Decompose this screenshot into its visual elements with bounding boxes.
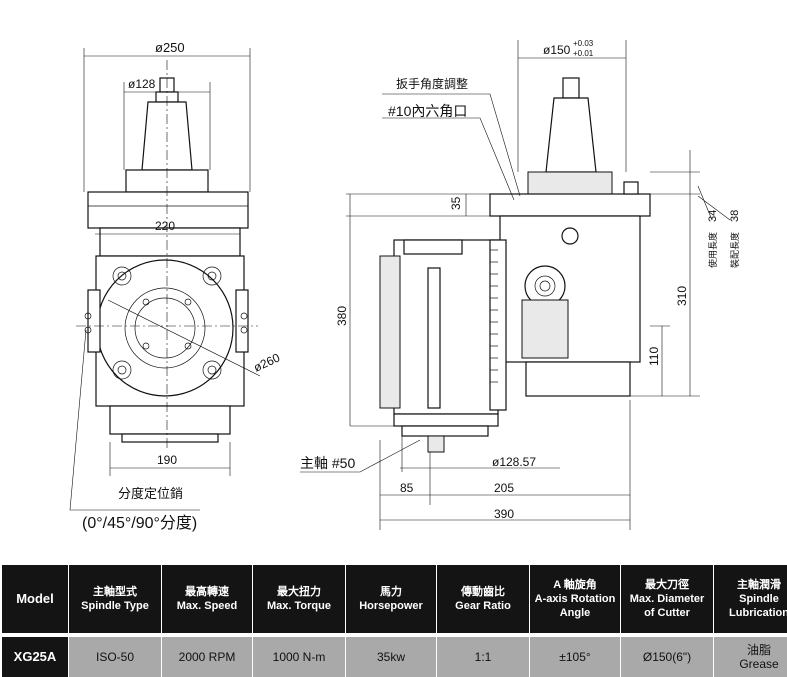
cell-horsepower: 35kw	[346, 635, 437, 677]
cell-max-cutter: Ø150(6")	[621, 635, 714, 677]
dim-38: 38	[729, 210, 741, 222]
lubrication-zh: 油脂	[716, 643, 787, 657]
dim-205: 205	[494, 481, 514, 495]
pin-label: 分度定位銷	[118, 486, 183, 501]
front-width-mid: 220	[155, 219, 175, 233]
technical-drawing: ø250 ø128 220 ø260 190 分度定位銷 (0°/45°/90°…	[0, 0, 787, 560]
cell-gear-ratio: 1:1	[437, 635, 530, 677]
side-tol-upper: +0.03	[573, 39, 594, 48]
front-dia-flange: ø260	[251, 350, 282, 374]
side-dia-cutter: ø150	[543, 43, 571, 57]
header-model: Model	[2, 565, 69, 635]
cell-model: XG25A	[2, 635, 69, 677]
side-tol-lower: +0.01	[573, 49, 594, 58]
dim-85: 85	[400, 481, 414, 495]
front-dia-top: ø250	[155, 40, 185, 55]
front-view	[70, 48, 260, 510]
dim-34: 34	[707, 210, 719, 222]
cell-max-torque: 1000 N-m	[253, 635, 346, 677]
hex-label: #10內六角口	[388, 103, 467, 119]
dim-35: 35	[449, 196, 463, 210]
wrench-label: 扳手角度調整	[396, 76, 468, 91]
install-length-label: 裝配長度	[729, 232, 740, 268]
spec-data-row: XG25A ISO-50 2000 RPM 1000 N-m 35kw 1:1 …	[2, 635, 787, 677]
dim-390: 390	[494, 507, 514, 521]
dim-110: 110	[647, 347, 661, 366]
cell-spindle-type: ISO-50	[69, 635, 162, 677]
angle-label: (0°/45°/90°分度)	[82, 514, 197, 532]
spindle-label: 主軸 #50	[300, 455, 355, 471]
dim-dia-12857: ø128.57	[492, 455, 536, 469]
use-length-label: 使用長度	[707, 232, 718, 268]
front-width-base: 190	[157, 453, 177, 467]
lubrication-en: Grease	[716, 657, 787, 671]
cell-rotation-angle: ±105°	[530, 635, 621, 677]
front-dia-shank: ø128	[128, 77, 156, 91]
cell-max-speed: 2000 RPM	[162, 635, 253, 677]
dim-380: 380	[335, 306, 349, 326]
dim-310: 310	[675, 286, 689, 306]
